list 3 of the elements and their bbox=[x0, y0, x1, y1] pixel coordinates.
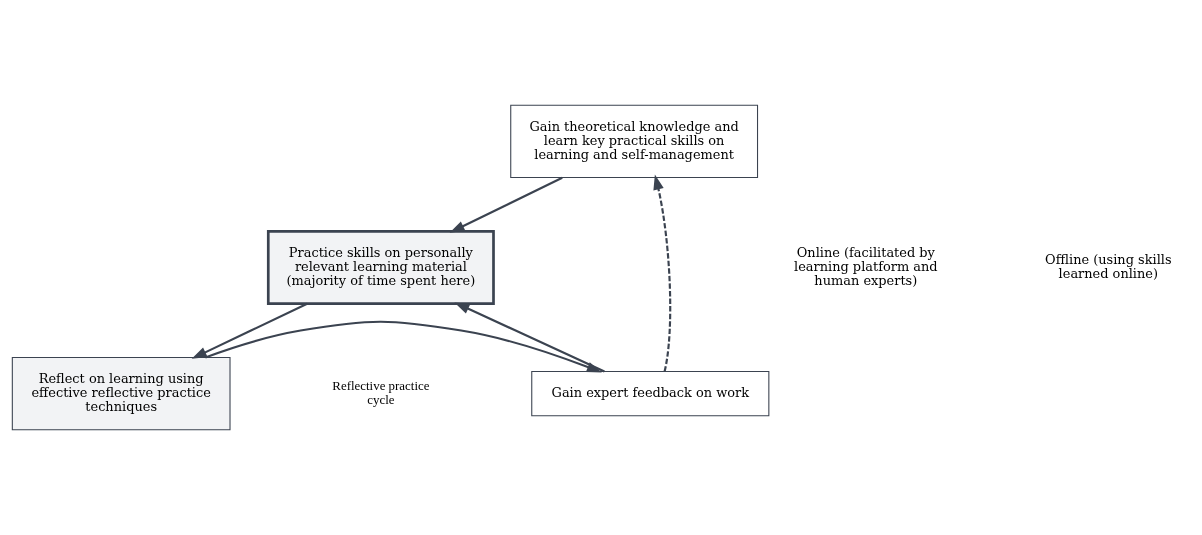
label: Online (facilitated by learning platform and human experts) bbox=[794, 244, 938, 288]
label: Offline (using skills learned online) bbox=[1045, 251, 1172, 281]
label: Reflective practice cycle bbox=[332, 377, 430, 407]
